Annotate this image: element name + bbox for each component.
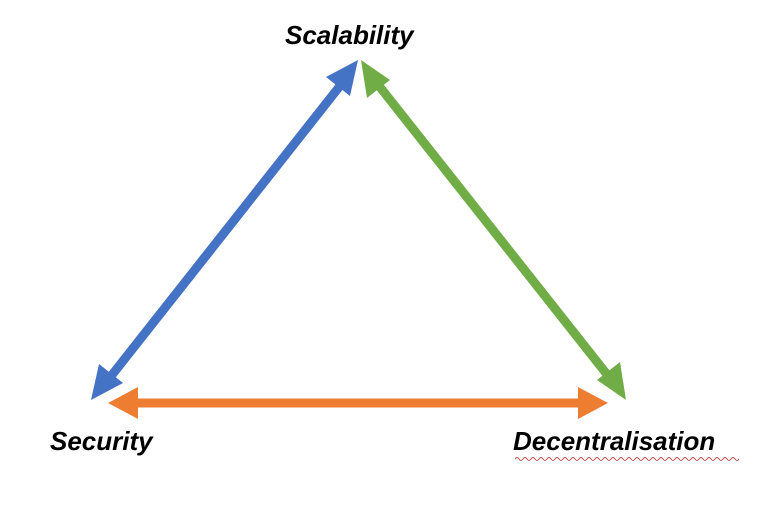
arrowhead-scalability-green — [361, 60, 390, 98]
label-decentralisation: Decentralisation — [513, 426, 716, 456]
arrowhead-security-orange — [108, 387, 138, 419]
arrowhead-scalability-blue — [326, 60, 358, 96]
arrowhead-decentralisation-green — [597, 362, 626, 400]
label-security: Security — [50, 426, 153, 456]
edge-security-scalability — [91, 60, 358, 400]
edge-security-decentralisation — [108, 387, 608, 419]
edge-scalability-decentralisation — [361, 60, 626, 400]
label-scalability: Scalability — [285, 20, 414, 50]
arrowhead-security-blue — [91, 364, 123, 400]
spellcheck-underline — [515, 457, 740, 461]
arrowhead-decentralisation-orange — [578, 387, 608, 419]
